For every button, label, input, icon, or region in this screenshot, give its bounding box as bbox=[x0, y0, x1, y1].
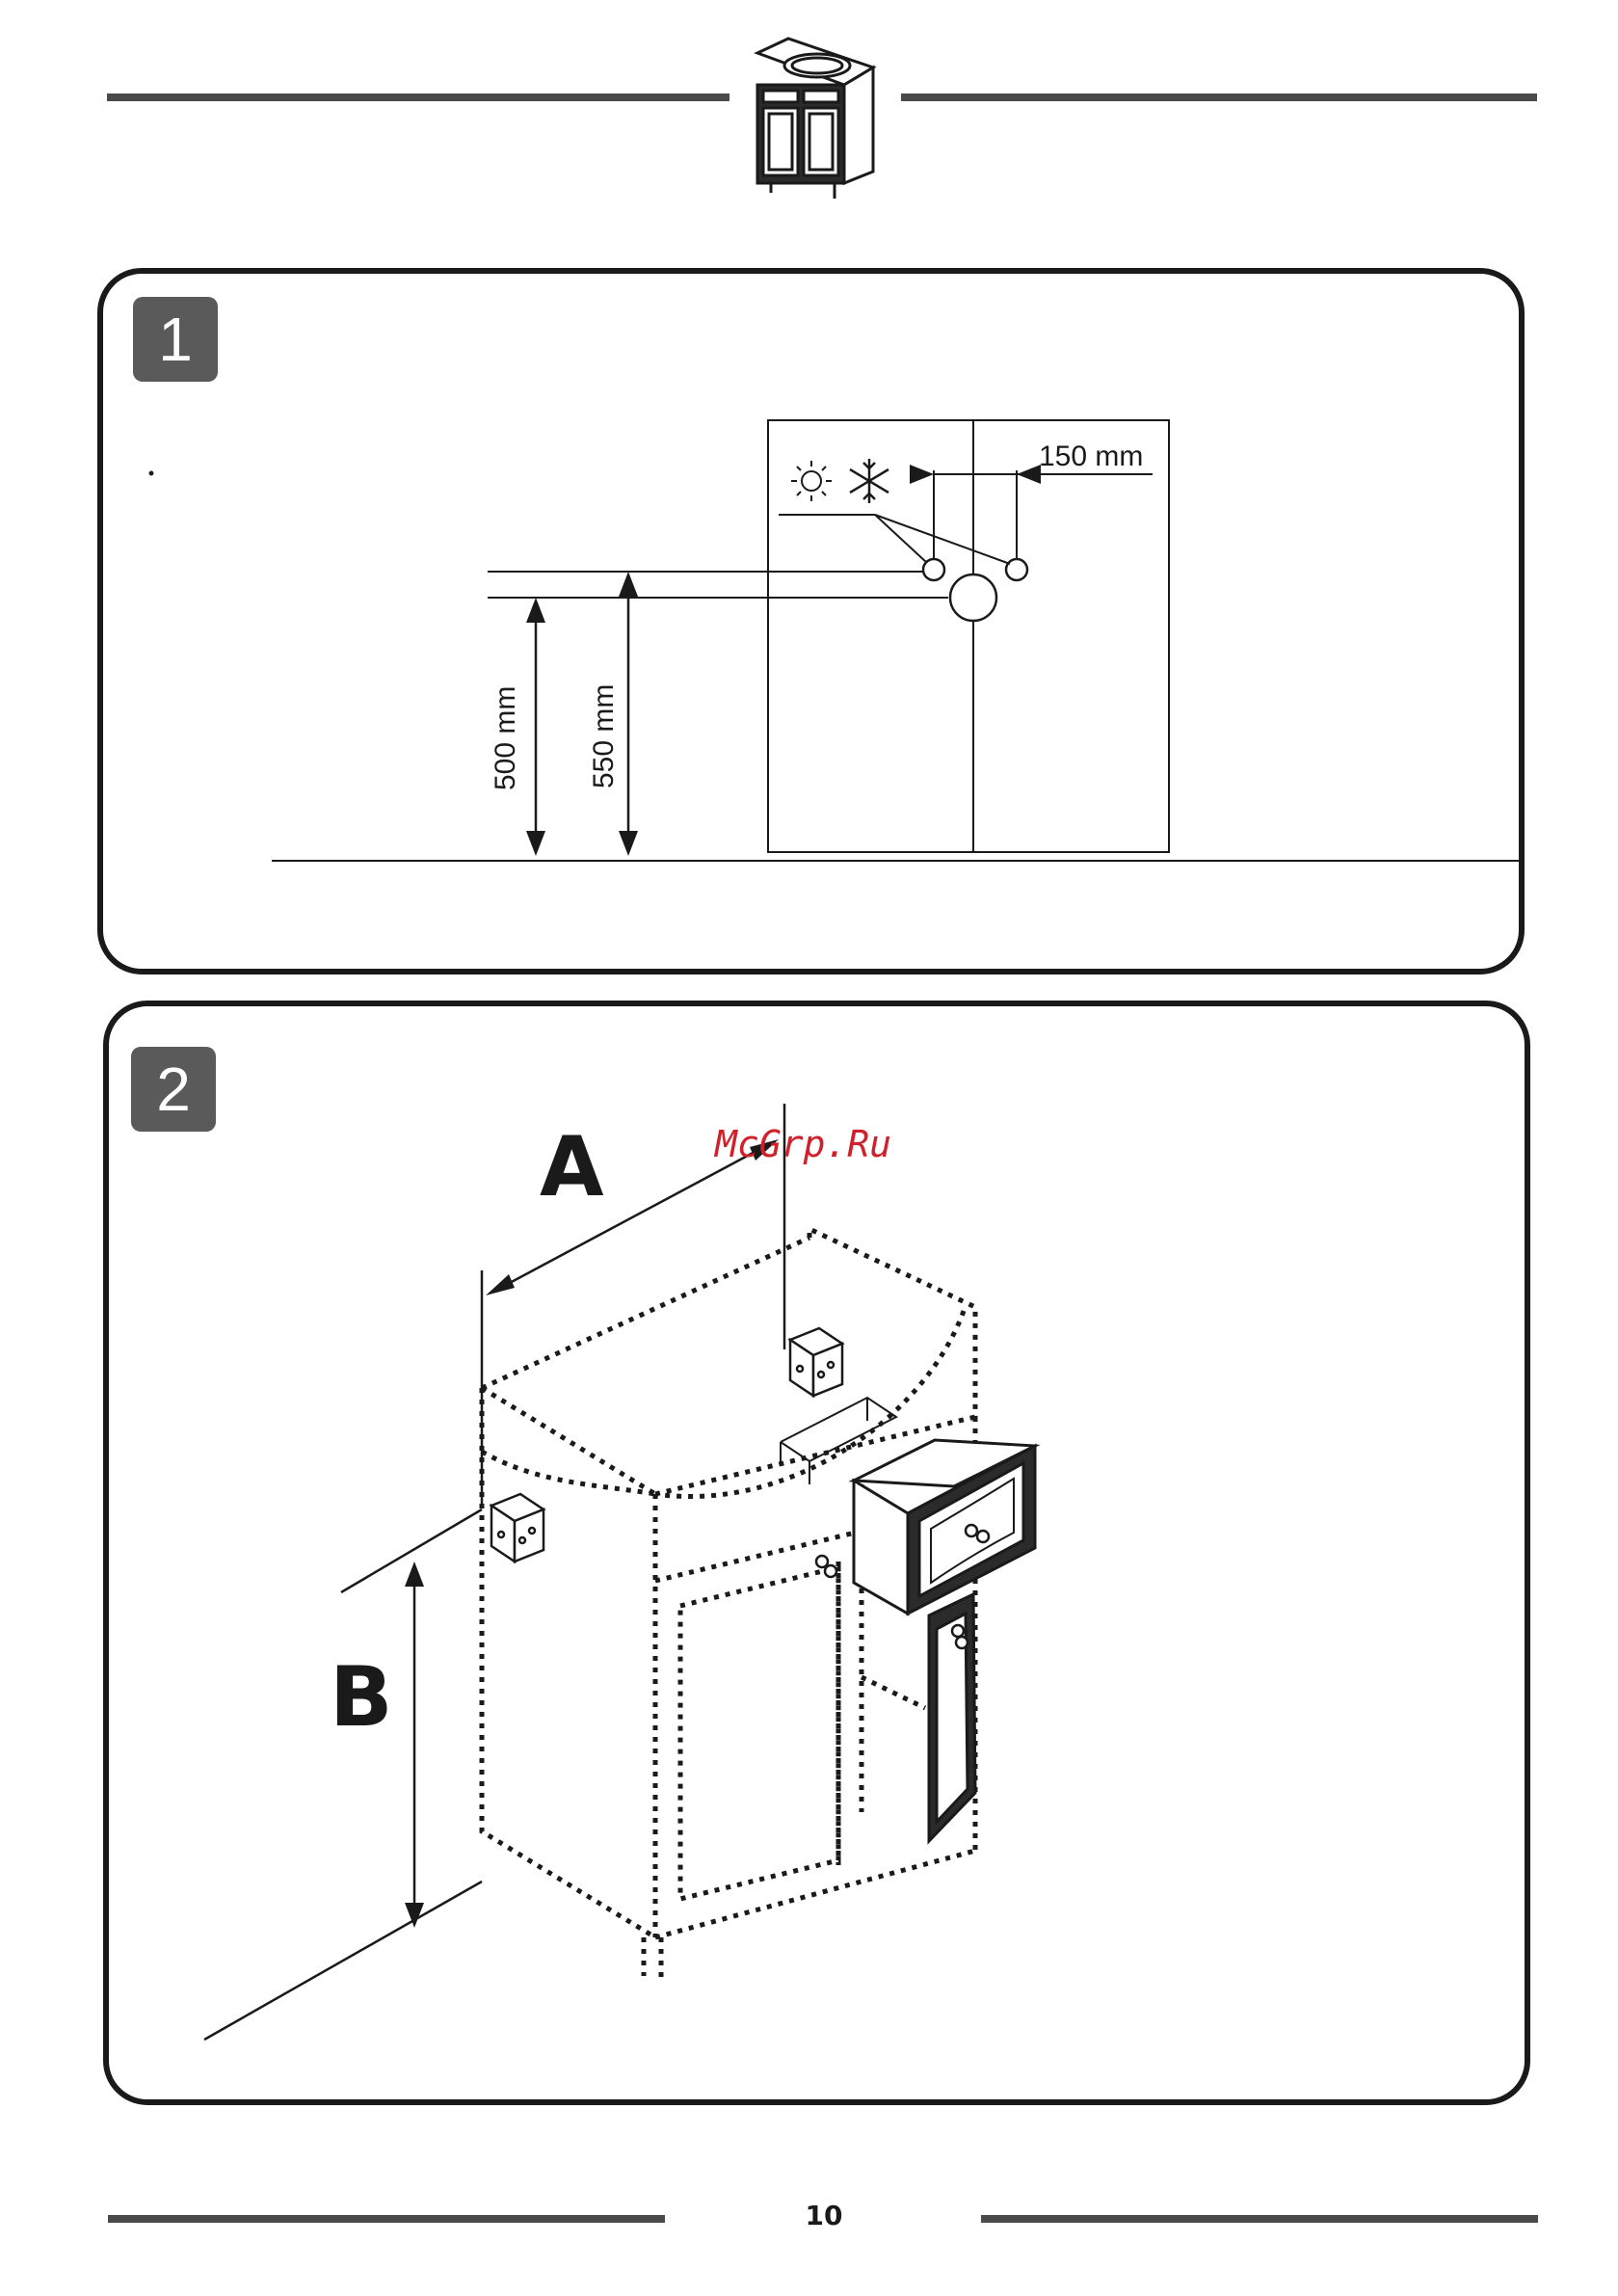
watermark-text: McGrp.Ru bbox=[713, 1123, 891, 1165]
drawer bbox=[854, 1440, 1035, 1614]
open-door bbox=[929, 1594, 975, 1841]
dimension-label-b: B bbox=[330, 1649, 393, 1746]
footer-rule-right bbox=[981, 2215, 1538, 2223]
wall-bracket-right bbox=[790, 1328, 842, 1396]
wall-bracket-left bbox=[491, 1494, 544, 1562]
page-number: 10 bbox=[771, 2200, 877, 2231]
dimension-label-a: A bbox=[540, 1119, 604, 1215]
footer-rule-left bbox=[108, 2215, 665, 2223]
